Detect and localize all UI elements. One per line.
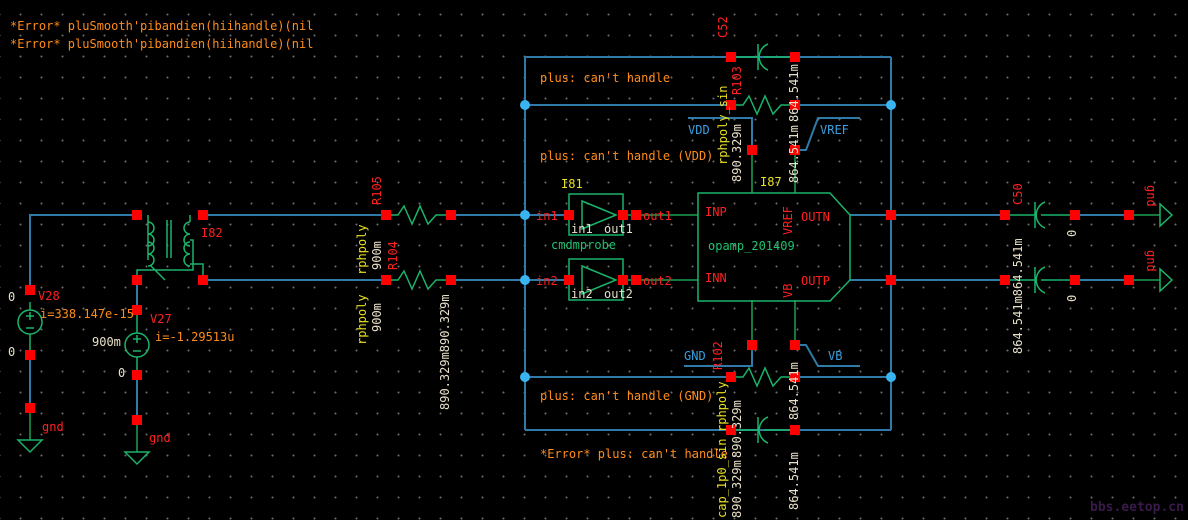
ground-icon [16, 439, 44, 454]
watermark: bbs.eetop.cn [1090, 500, 1184, 515]
v28-gnd-label: gnd [42, 420, 64, 434]
c50-name: C50 [1011, 183, 1025, 205]
wire-gnd[interactable] [684, 345, 753, 367]
opamp-cell: opamp_201409 [708, 239, 795, 253]
c52-param: plus: can't handle [540, 71, 670, 85]
c52-value: 864.541m [787, 64, 801, 122]
net-label-vb: VB [828, 349, 842, 363]
probe-pin-in1: in1 [571, 222, 593, 236]
voltage-source-v28[interactable] [17, 302, 43, 355]
r102-model: rphpoly [715, 381, 729, 432]
c53-value: 890.329m [730, 460, 744, 518]
net-in1: in1 [536, 209, 558, 223]
opamp-pin-vb: VB [781, 284, 795, 298]
gnd-label-bottom: gnd [1144, 250, 1158, 272]
ground-icon [1159, 267, 1174, 293]
wire-v28-top[interactable] [29, 214, 137, 290]
resistor-r104[interactable] [386, 269, 451, 291]
capacitor-c52[interactable] [731, 43, 795, 71]
v27-name: V27 [150, 312, 172, 326]
probe-pin-out2: out2 [604, 287, 633, 301]
r105-name: R105 [370, 176, 384, 205]
wire-vref[interactable] [795, 117, 860, 151]
wire-probe[interactable] [29, 150, 1160, 452]
opamp-vdd-error: plus: can't handle (VDD) [540, 149, 713, 163]
r103-model: rphpoly_sin [716, 86, 730, 165]
v27-current: i=-1.29513u [155, 330, 234, 344]
wire-vb[interactable] [795, 344, 860, 367]
opamp-gnd-error: plus: can't handle (GND) [540, 389, 713, 403]
r105-value: 900m [370, 241, 384, 270]
v28-current: i=338.147e-15 [40, 307, 134, 321]
r102-value: 890.329m [730, 400, 744, 458]
net-label-gnd: GND [684, 349, 706, 363]
voltage-source-v27[interactable] [124, 310, 150, 375]
gnd-label-top: gnd [1144, 185, 1158, 207]
v27-voltage: 900m [92, 335, 121, 349]
r104-value: 900m [370, 303, 384, 332]
junction-dots [520, 100, 896, 382]
opamp-pin-outp: OUTP [801, 274, 830, 288]
r103-name: R103 [730, 66, 744, 95]
ground-icon [123, 451, 151, 466]
v27-node-bottom: 0 [118, 366, 125, 380]
capacitor-c51[interactable] [1005, 266, 1075, 294]
r103-value: 890.329m [730, 124, 744, 182]
r105-error-2: *Error* pluSmooth'pibandien(hiihandle)(n… [10, 37, 313, 51]
c50-node-b: 0 [1065, 295, 1079, 302]
ground-icon [1159, 202, 1174, 228]
r105-model: rphpoly [355, 224, 369, 275]
transformer-name: I82 [201, 226, 223, 240]
probe-cell: cmdmprobe [551, 238, 616, 252]
net-label-vref: VREF [820, 123, 849, 137]
resistor-r105[interactable] [386, 204, 451, 226]
opamp-pin-vref: VREF [781, 206, 795, 235]
pins [25, 52, 1134, 435]
net-label-vdd: VDD [688, 123, 710, 137]
v28-node-bottom: 0 [8, 345, 15, 359]
resistor-r103[interactable] [731, 94, 795, 116]
net-out1: out1 [643, 209, 672, 223]
capacitor-c53[interactable] [731, 416, 795, 444]
r105-error-1: *Error* pluSmooth'pibandien(hiihandle)(n… [10, 19, 313, 33]
net-out2: out2 [643, 274, 672, 288]
resistor-r102[interactable] [731, 366, 795, 388]
r103-node-value: 864.541m [787, 125, 801, 183]
v27-gnd-label: gnd [149, 431, 171, 445]
v28-name: V28 [38, 289, 60, 303]
r104-name: R104 [386, 241, 400, 270]
opamp-instance: I87 [760, 175, 782, 189]
opamp-pin-inp: INP [705, 205, 727, 219]
v28-node-top: 0 [8, 290, 15, 304]
probe-pin-in2: in2 [571, 287, 593, 301]
opamp-pin-outn: OUTN [801, 210, 830, 224]
c50-node-a: 0 [1065, 230, 1079, 237]
capacitor-c50[interactable] [1005, 201, 1075, 229]
opamp-error-p: *Error* plus: can't handle [540, 447, 728, 461]
r104-model: rphpoly [355, 294, 369, 345]
probe-name: I81 [561, 177, 583, 191]
c53-model: cap_1p0_sin [715, 439, 729, 518]
r104-node-value: 890.329m890.329m [438, 294, 452, 410]
wires[interactable] [29, 56, 1160, 452]
c52-name: C52 [716, 16, 730, 38]
opamp-pin-inn: INN [705, 271, 727, 285]
probe-pin-out1: out1 [604, 222, 633, 236]
wire-vdd[interactable] [688, 117, 753, 150]
r102-node-value: 864.541m [787, 362, 801, 420]
opamp-symbol[interactable] [697, 192, 851, 302]
r102-name: R102 [711, 341, 725, 370]
net-in2: in2 [536, 274, 558, 288]
c53-node-value: 864.541m [787, 452, 801, 510]
transformer-i82[interactable] [136, 215, 204, 281]
c50-node-value: 864.541m864.541m [1011, 238, 1025, 354]
